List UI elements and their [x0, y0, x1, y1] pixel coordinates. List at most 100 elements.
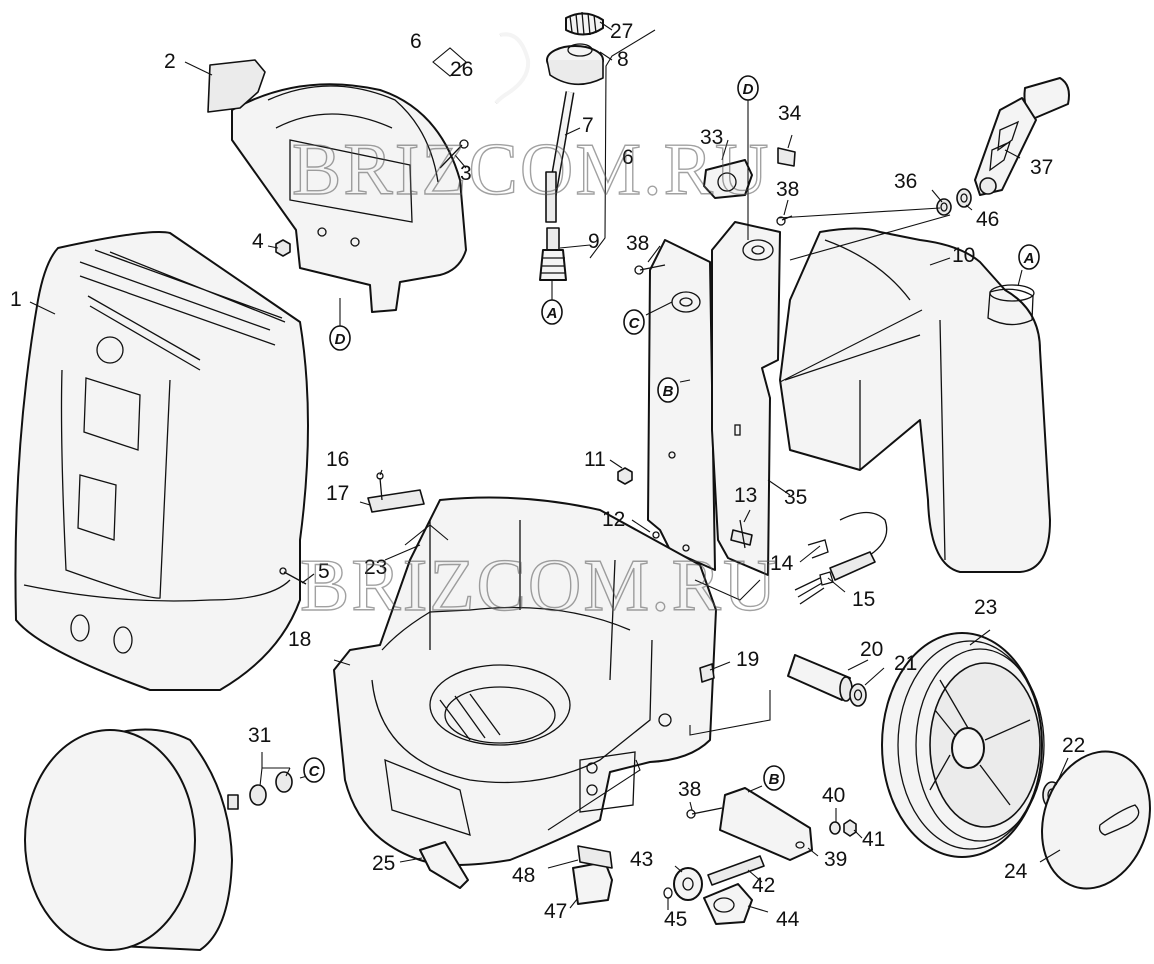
callout-6-top: 6 [410, 30, 422, 53]
callout-41: 41 [862, 828, 885, 851]
tank-part [779, 227, 1051, 573]
callout-10: 10 [952, 244, 975, 267]
callout-37: 37 [1030, 156, 1053, 179]
callout-8: 8 [617, 48, 629, 71]
screw-38-right [776, 215, 793, 226]
callout-14: 14 [770, 552, 794, 575]
washer-36 [936, 198, 952, 216]
callout-45: 45 [664, 908, 687, 931]
svg-text:A: A [546, 305, 558, 322]
fitting-9 [539, 227, 567, 281]
callout-31: 31 [248, 724, 271, 747]
callout-5: 5 [318, 560, 330, 583]
leader-lines [29, 21, 1069, 913]
callout-38-right: 38 [776, 178, 799, 201]
callout-6-mid: 6 [622, 146, 634, 169]
callout-3: 3 [460, 162, 472, 185]
cap-8 [546, 43, 604, 86]
tube-7 [545, 91, 575, 223]
callout-26: 26 [450, 58, 473, 81]
svg-text:D: D [743, 81, 754, 98]
ref-c-bottom: C [303, 757, 325, 783]
washer-46 [956, 188, 972, 208]
screw-38-bottom [686, 807, 723, 819]
callout-17: 17 [326, 482, 349, 505]
handle-grip-part [207, 59, 266, 113]
washer-40 [829, 821, 841, 835]
callout-47: 47 [544, 900, 567, 923]
ref-a-right: A [1018, 244, 1040, 270]
front-cover-part [14, 231, 309, 691]
callout-23-left: 23 [364, 556, 387, 579]
bracket-39 [719, 787, 813, 861]
axle-20 [787, 654, 853, 702]
callout-13: 13 [734, 484, 757, 507]
callout-38-bottom: 38 [678, 778, 701, 801]
handle-bracket-part [231, 83, 467, 313]
bolt-13 [730, 519, 753, 549]
callout-20: 20 [860, 638, 883, 661]
callout-16: 16 [326, 448, 349, 471]
washer-21 [849, 683, 867, 707]
cap-27 [565, 11, 604, 36]
frame-plate-35 [711, 221, 781, 576]
fitting-34 [777, 147, 796, 167]
sensor-15 [794, 511, 888, 605]
svg-text:C: C [629, 315, 641, 332]
callout-18: 18 [288, 628, 311, 651]
watermark-top: BRIZCOM.RU [292, 129, 770, 211]
watermarks: BRIZCOM.RU BRIZCOM.RU [291, 128, 778, 627]
callout-39: 39 [824, 848, 847, 871]
pulley-43 [673, 867, 703, 901]
hose-6-26 [494, 32, 531, 105]
frame-plate-12 [647, 239, 716, 571]
callout-21: 21 [894, 652, 917, 675]
ref-d-left: D [329, 325, 351, 351]
ref-d-top: D [737, 75, 759, 101]
plate-17 [367, 489, 425, 513]
ref-b-bottom: B [763, 765, 785, 791]
svg-text:C: C [309, 763, 321, 780]
callout-43: 43 [630, 848, 653, 871]
screw-38-top [634, 264, 666, 275]
callout-38-left: 38 [626, 232, 649, 255]
callout-24: 24 [1004, 860, 1028, 883]
pin-45 [663, 887, 673, 899]
callout-11: 11 [584, 448, 606, 471]
pin-42 [707, 855, 765, 886]
callout-35: 35 [784, 486, 807, 509]
watermark-bottom: BRIZCOM.RU [300, 545, 778, 627]
callout-numbers: 1 2 3 4 5 6 26 27 8 7 6 9 10 11 12 13 14… [10, 20, 1085, 931]
ref-b-top: B [657, 377, 679, 403]
ref-c-top: C [623, 309, 645, 335]
foot-25 [419, 841, 469, 889]
callout-48: 48 [512, 864, 535, 887]
callout-2: 2 [164, 50, 176, 73]
callout-40: 40 [822, 784, 845, 807]
fitting-48 [577, 845, 613, 869]
svg-text:A: A [1023, 250, 1035, 267]
clip-14 [807, 539, 829, 559]
switch-47 [572, 861, 613, 905]
callout-36: 36 [894, 170, 917, 193]
bushing-31 [227, 771, 293, 810]
callout-7: 7 [582, 114, 594, 137]
nut-11 [617, 467, 633, 485]
svg-text:B: B [663, 383, 674, 400]
callout-9: 9 [588, 230, 600, 253]
screw-5 [279, 567, 307, 585]
valve-33 [703, 159, 753, 199]
callout-1: 1 [10, 288, 22, 311]
callout-46: 46 [976, 208, 999, 231]
screw-16 [376, 472, 384, 501]
callout-23-right: 23 [974, 596, 997, 619]
nut-41 [843, 819, 857, 837]
screw-3 [439, 139, 469, 169]
callout-19: 19 [736, 648, 759, 671]
pawl-44 [703, 883, 753, 925]
crank-handle-37 [974, 77, 1070, 196]
callout-44: 44 [776, 908, 800, 931]
callout-33: 33 [700, 126, 723, 149]
ref-a-left: A [541, 299, 563, 325]
